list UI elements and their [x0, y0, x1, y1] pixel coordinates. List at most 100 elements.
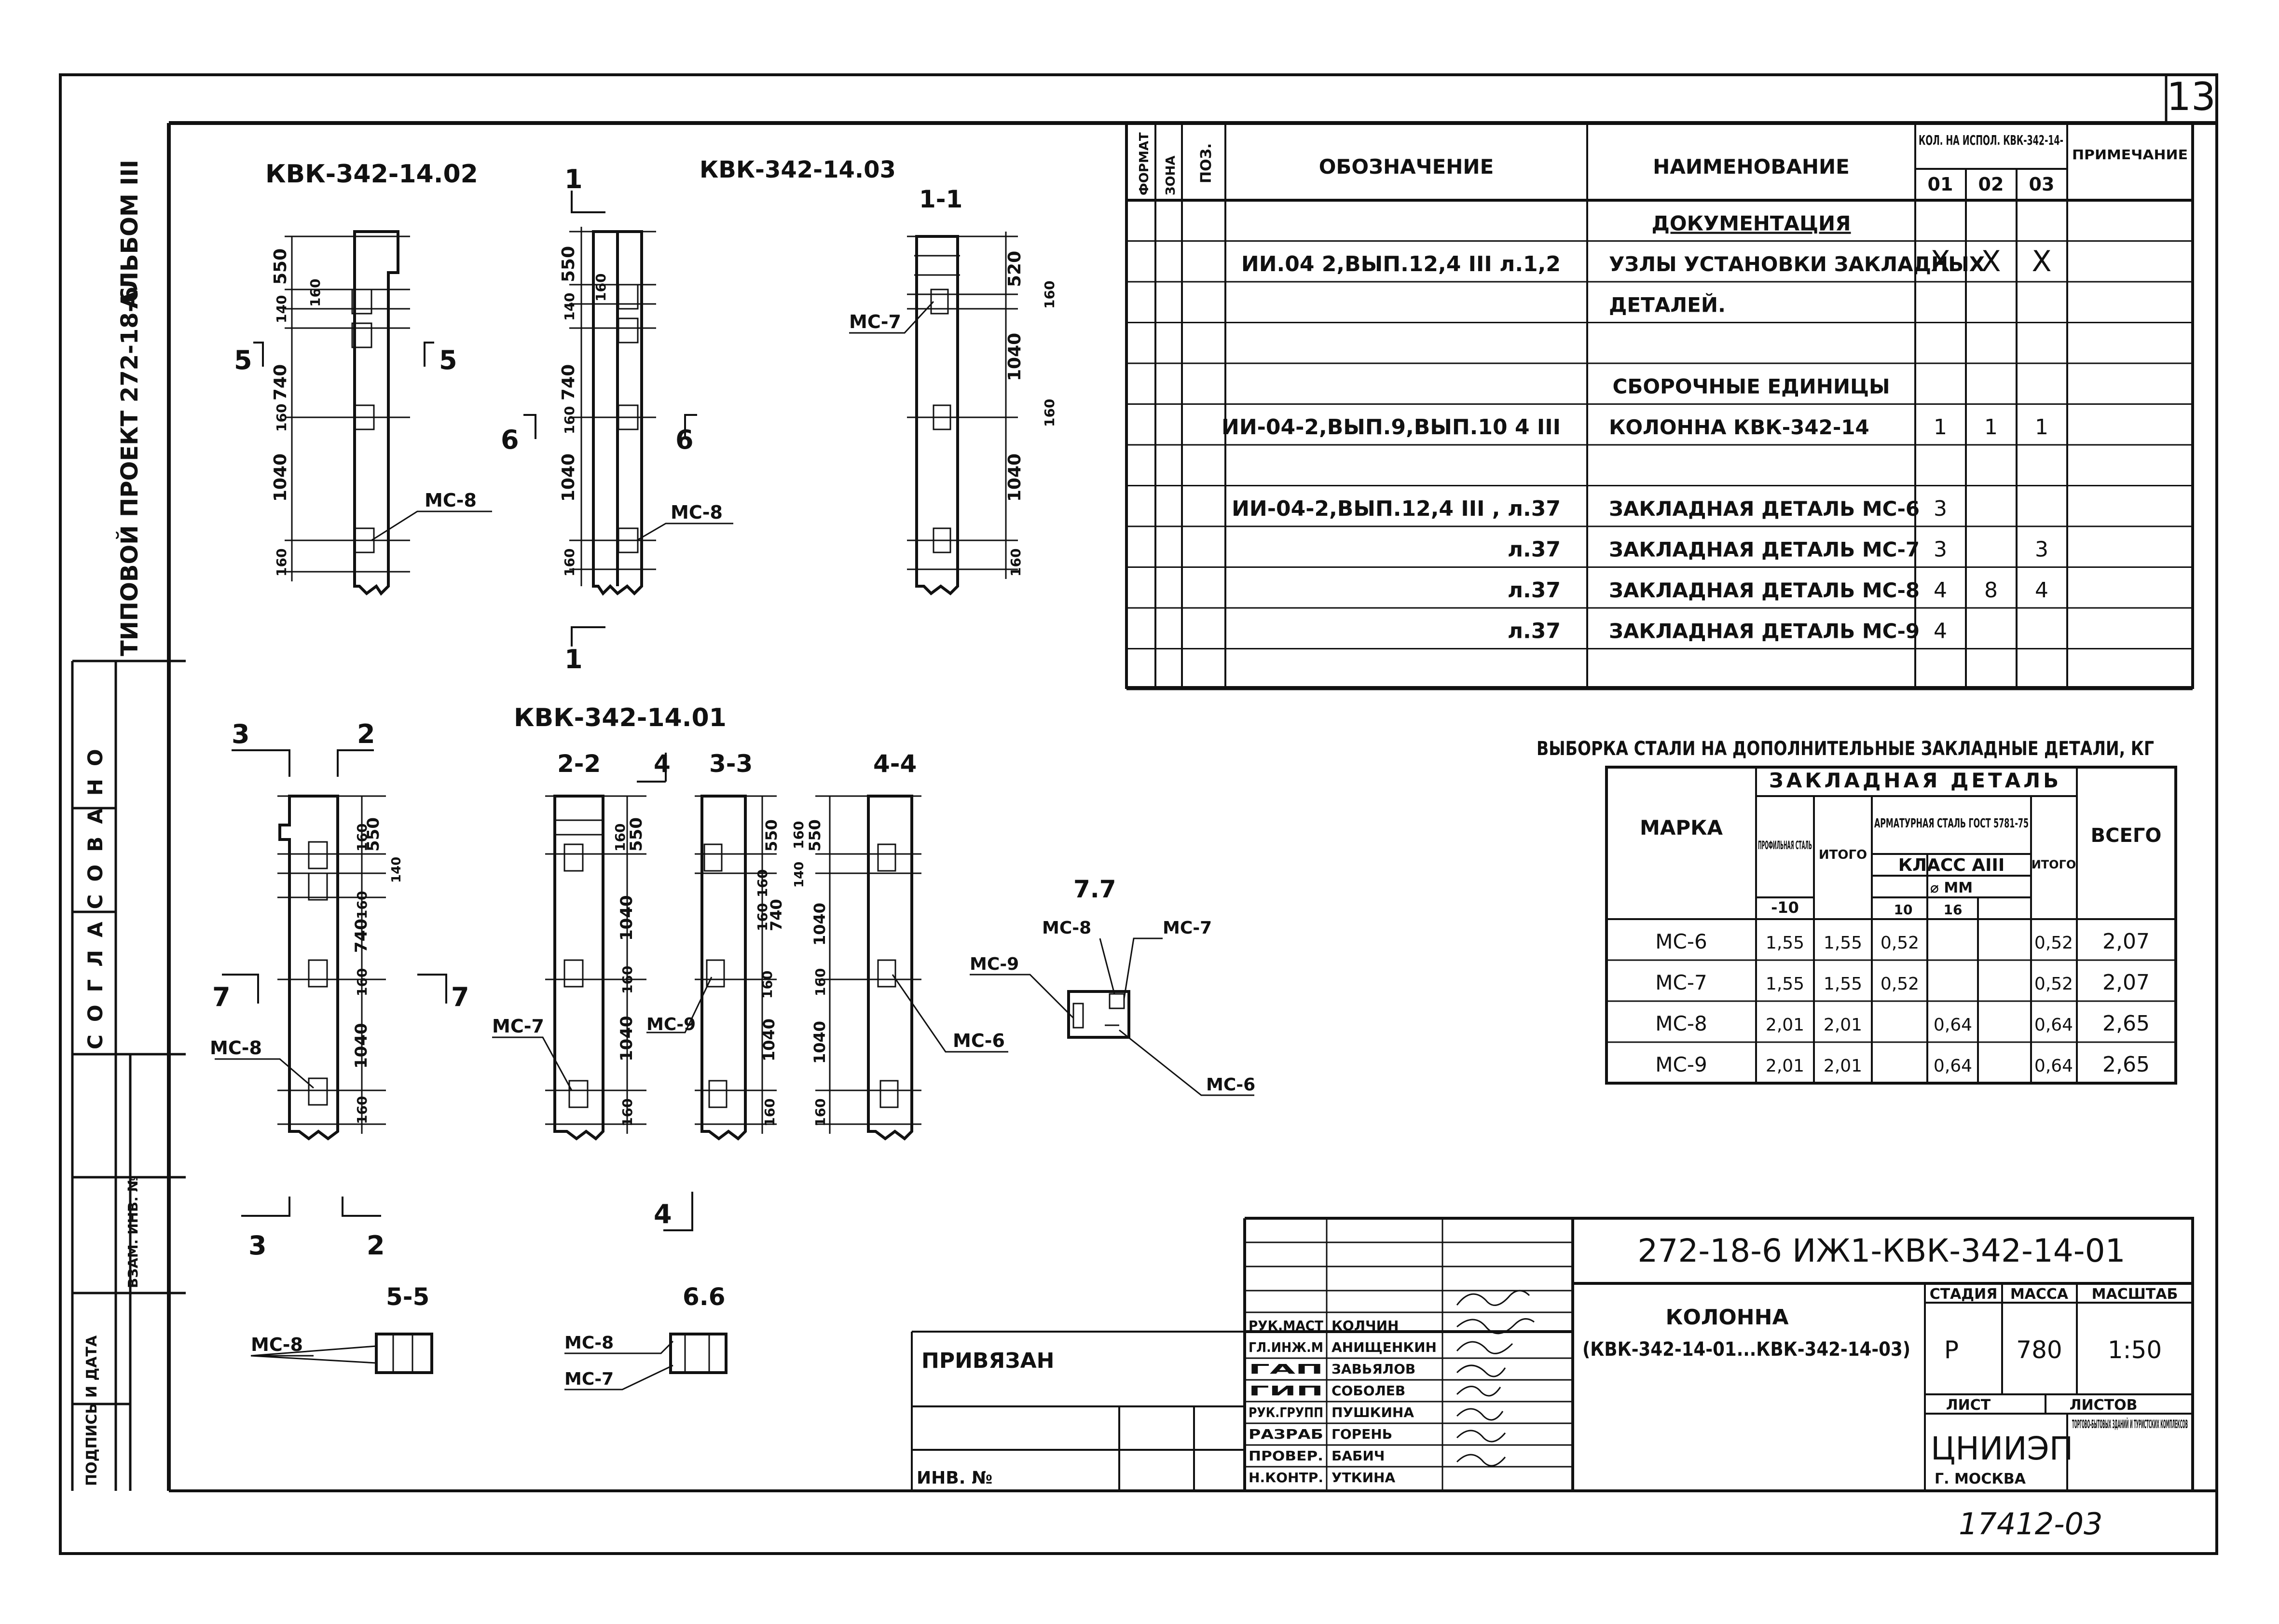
dim-44-160a: 160 — [791, 821, 807, 849]
spec-qty-q1: 3 — [1934, 496, 1947, 521]
steel-cell-prof: 1,55 — [1766, 933, 1804, 953]
stamp-person: КОЛЧИН — [1332, 1318, 1399, 1334]
dim-01-160a: 160 — [354, 824, 370, 852]
section-7-7: 7.7 МС-8 МС-7 МС-9 МС-6 — [970, 875, 1255, 1096]
cut-5-left: 5 — [234, 345, 252, 375]
part-label-03: МС-8 — [671, 502, 723, 523]
spec-qty-q1: 4 — [1934, 619, 1947, 644]
dim-22-1040a: 1040 — [617, 895, 636, 941]
spec-qty-q3: 4 — [2035, 578, 2048, 603]
section-title-55: 5-5 — [386, 1283, 429, 1311]
side-inv-swap: ВЗАМ. ИНВ. № — [125, 1176, 141, 1288]
spec-designation: ИИ.04 2,ВЫП.12,4 III л.1,2 — [1241, 252, 1561, 276]
hdr-q1: 01 — [1928, 174, 1953, 195]
stamp-role: РУК.ГРУПП — [1249, 1404, 1323, 1420]
cut-7-right: 7 — [451, 982, 469, 1012]
spec-qty-q1: 4 — [1934, 578, 1947, 603]
column-views: КВК-342-14.02 5 5 550 140 160 740 160 10… — [210, 156, 1255, 1390]
cut-1-top: 1 — [564, 164, 583, 194]
steel-hdr-klass: КЛАСС АIII — [1898, 855, 2005, 875]
spec-qty-q1: X — [1930, 245, 1950, 278]
dim-11-1040b: 1040 — [1005, 454, 1025, 502]
steel-hdr-profile: ПРОФИЛЬНАЯ СТАЛЬ — [1758, 839, 1812, 852]
dim-01-160c: 160 — [354, 968, 370, 996]
spec-name: ЗАКЛАДНАЯ ДЕТАЛЬ МС-6 — [1609, 497, 1920, 521]
view-title-02: КВК-342-14.02 — [265, 160, 478, 189]
dim-02-740: 740 — [271, 364, 290, 400]
stamp-archive-no: 17412-03 — [1959, 1506, 2103, 1541]
stamp-person: ПУШКИНА — [1332, 1404, 1414, 1420]
cut-2-bottom: 2 — [367, 1230, 385, 1261]
stamp-role: ГИП — [1249, 1383, 1323, 1399]
side-strip: АЛЬБОМ III ТИПОВОЙ ПРОЕКТ 272-18-6 СОГЛА… — [71, 160, 186, 1491]
cut-3-top: 3 — [232, 719, 250, 749]
dim-02-550: 550 — [271, 248, 290, 285]
dim-22-160a: 160 — [612, 824, 628, 852]
stamp-person: АНИЩЕНКИН — [1332, 1339, 1437, 1355]
side-sign-date: ПОДПИСЬ И ДАТА — [83, 1335, 100, 1486]
spec-qty-q1: 3 — [1934, 537, 1947, 562]
part-label-33: МС-9 — [646, 1015, 696, 1034]
view-kvk-03: КВК-342-14.03 6 6 1 1 550 140 160 740 16… — [501, 156, 896, 674]
hdr-pos: ПОЗ. — [1198, 143, 1215, 183]
spec-designation: ИИ-04-2,ВЫП.9,ВЫП.10 4 III — [1222, 415, 1561, 440]
section-2-2: 2-2 4 4 160 550 1040 160 1040 160 МС-7 — [492, 750, 693, 1231]
hdr-note: ПРИМЕЧАНИЕ — [2072, 147, 2188, 163]
part-label-66-b: МС-7 — [564, 1369, 614, 1389]
stamp-person: УТКИНА — [1332, 1470, 1395, 1486]
spec-qty-q3: 1 — [2035, 415, 2048, 440]
steel-table: ВЫБОРКА СТАЛИ НА ДОПОЛНИТЕЛЬНЫЕ ЗАКЛАДНЫ… — [1537, 738, 2177, 1085]
spec-qty-q2: 8 — [1984, 578, 1998, 603]
dim-44-1040b: 1040 — [810, 1021, 829, 1064]
steel-cell-it1: 1,55 — [1824, 974, 1862, 994]
steel-hdr-total: ВСЕГО — [2091, 825, 2162, 847]
steel-hdr-rebar: АРМАТУРНАЯ СТАЛЬ ГОСТ 5781-75 — [1874, 816, 2029, 831]
steel-cell-it1: 1,55 — [1824, 933, 1862, 953]
view-title-01: КВК-342-14.01 — [514, 703, 727, 732]
steel-cell-mark: МС-8 — [1655, 1012, 1707, 1035]
stamp-city: Г. МОСКВА — [1935, 1471, 2026, 1487]
dim-03-160c: 160 — [562, 549, 577, 577]
spec-designation: л.37 — [1508, 537, 1561, 562]
steel-cell-mark: МС-6 — [1655, 930, 1707, 953]
dim-22-160c: 160 — [619, 1099, 635, 1127]
dim-02-160a: 160 — [307, 279, 323, 307]
stamp-stage: Р — [1944, 1336, 1959, 1364]
steel-hdr-detail: ЗАКЛАДНАЯ ДЕТАЛЬ — [1769, 769, 2061, 792]
stamp-role: Н.КОНТР. — [1249, 1470, 1323, 1486]
stamp-title2: (КВК-342-14-01...КВК-342-14-03) — [1582, 1338, 1910, 1361]
hdr-designation: ОБОЗНАЧЕНИЕ — [1319, 155, 1494, 179]
steel-cell-mark: МС-9 — [1655, 1053, 1707, 1076]
stamp-role: ГЛ.ИНЖ.М — [1249, 1339, 1323, 1355]
steel-cell-tot: 2,07 — [2102, 970, 2150, 995]
stamp-title1: КОЛОННА — [1665, 1305, 1788, 1330]
dim-11-1040a: 1040 — [1005, 333, 1025, 381]
dim-11-160b: 160 — [1042, 399, 1057, 427]
part-label-11: МС-7 — [849, 311, 901, 332]
hdr-q3: 03 — [2029, 174, 2055, 195]
spec-designation: ИИ-04-2,ВЫП.12,4 III , л.37 — [1232, 496, 1561, 521]
spec-name: СБОРОЧНЫЕ ЕДИНИЦЫ — [1613, 375, 1890, 399]
section-title-44: 4-4 — [873, 750, 917, 778]
cut-7-left: 7 — [212, 982, 231, 1012]
spec-name: КОЛОННА КВК-342-14 — [1609, 415, 1869, 439]
hdr-qty: КОЛ. НА ИСПОЛ. КВК-342-14- — [1919, 132, 2063, 148]
section-title-33: 3-3 — [709, 750, 753, 778]
section-4-4: 4-4 160 550 140 1040 160 1040 160 МС-6 — [791, 750, 1008, 1141]
steel-cell-it2: 0,64 — [2034, 1015, 2073, 1035]
dim-33-160b: 160 — [755, 903, 770, 931]
dim-22-550: 550 — [627, 817, 646, 852]
dim-22-160b: 160 — [619, 966, 635, 994]
signatures — [1456, 1290, 1535, 1467]
dim-01-550: 550 — [364, 817, 383, 852]
part-label-77-b: МС-7 — [1163, 918, 1212, 938]
section-1-1: 1-1 520 160 1040 160 1040 160 МС-7 — [849, 185, 1057, 595]
dim-01-740: 740 — [352, 919, 371, 953]
steel-caption: ВЫБОРКА СТАЛИ НА ДОПОЛНИТЕЛЬНЫЕ ЗАКЛАДНЫ… — [1537, 738, 2154, 760]
part-label-02: МС-8 — [425, 490, 477, 511]
dim-02-140: 140 — [274, 295, 289, 323]
part-label-44: МС-6 — [953, 1030, 1005, 1051]
spec-qty-q3: X — [2032, 245, 2051, 278]
dim-01-160b: 160 — [354, 891, 370, 919]
steel-cell-prof: 2,01 — [1766, 1015, 1804, 1035]
